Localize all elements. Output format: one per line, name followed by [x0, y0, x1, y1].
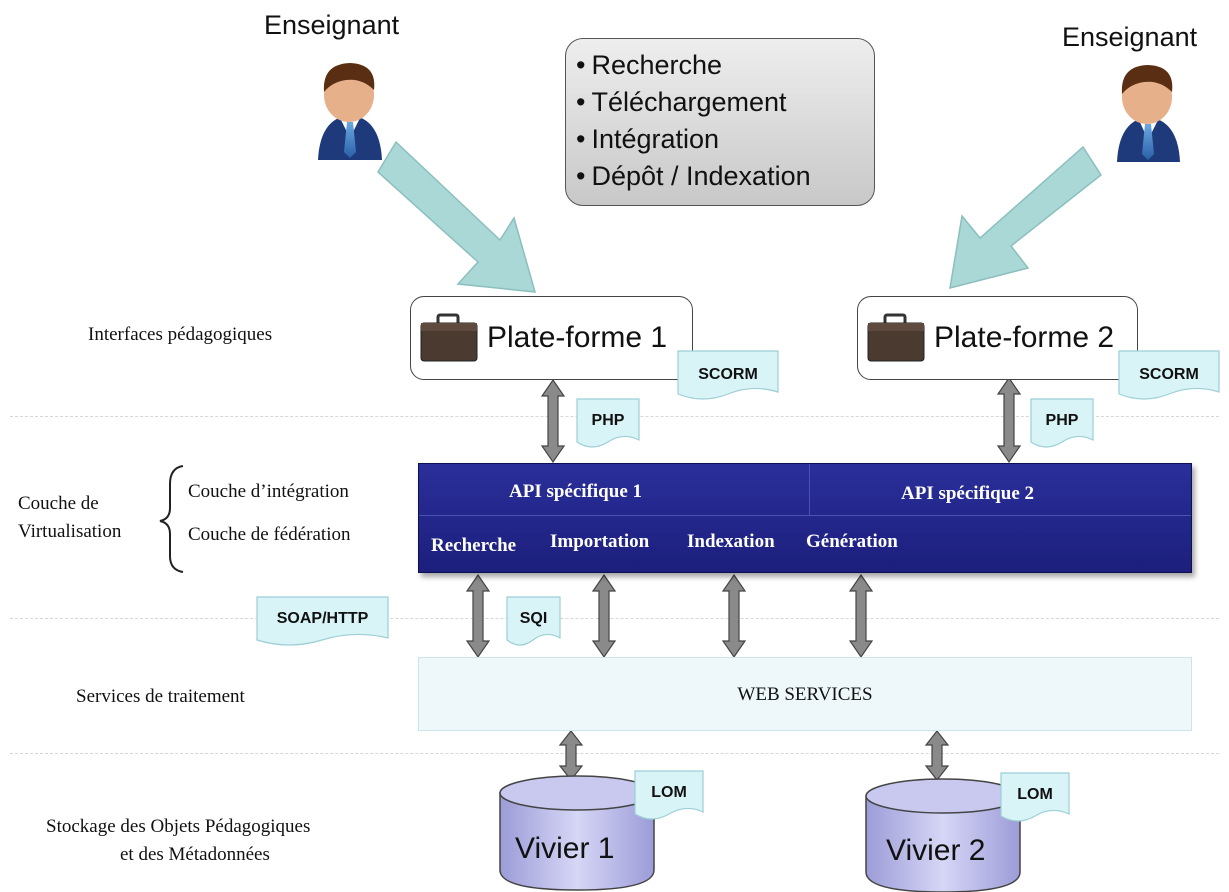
teacher-arrow-right — [949, 145, 1102, 290]
api-layer-bar: API spécifique 1 API spécifique 2 Recher… — [418, 463, 1192, 573]
connector-vivier-1 — [558, 730, 584, 781]
feature-item: Dépôt / Indexation — [576, 158, 874, 195]
layer-label-interfaces: Interfaces pédagogiques — [88, 324, 273, 345]
features-box: Recherche Téléchargement Intégration Dép… — [565, 38, 875, 206]
connectors — [465, 376, 1022, 781]
api-divider — [419, 515, 1191, 516]
api-specific-1: API spécifique 1 — [509, 481, 642, 502]
tag-label: SQI — [519, 610, 548, 627]
web-services-box: WEB SERVICES — [418, 657, 1192, 731]
connector-ws-4 — [848, 573, 874, 659]
vivier-cylinder-2 — [865, 778, 1021, 892]
tag-label: SCORM — [1139, 366, 1199, 383]
vivier-label-2: Vivier 2 — [886, 834, 986, 867]
separator-line — [10, 618, 1219, 619]
vivier-cylinder-1 — [499, 775, 655, 891]
tag-label: LOM — [1017, 786, 1053, 803]
layer-label-federation: Couche de fédération — [188, 524, 351, 545]
connector-ws-2 — [591, 573, 617, 659]
tag-label: SCORM — [698, 366, 758, 383]
platform-box-2: Plate-forme 2 — [857, 296, 1138, 380]
briefcase-icon — [867, 313, 925, 362]
layer-label-storage-1: Stockage des Objets Pédagogiques — [46, 816, 311, 837]
platform-name: Plate-forme 1 — [487, 321, 668, 354]
platform-name: Plate-forme 2 — [934, 321, 1115, 354]
api-function-recherche: Recherche — [431, 535, 517, 556]
tag-scorm-2: SCORM — [1118, 350, 1220, 402]
teacher-label-left: Enseignant — [264, 10, 400, 40]
tag-label: SOAP/HTTP — [276, 610, 369, 627]
tag-php-2: PHP — [1030, 398, 1094, 450]
api-function-generation: Génération — [806, 531, 898, 552]
web-services-label: WEB SERVICES — [737, 684, 873, 705]
tag-label: PHP — [1045, 412, 1079, 429]
platform-box-1: Plate-forme 1 — [410, 296, 693, 380]
connector-php-1 — [540, 378, 566, 464]
virtualisation-brace — [159, 465, 184, 573]
feature-item: Intégration — [576, 121, 874, 158]
api-specific-2: API spécifique 2 — [901, 483, 1034, 504]
tag-lom-1: LOM — [634, 770, 704, 822]
api-function-importation: Importation — [550, 531, 650, 552]
layer-label-virtualisation-1: Couche de — [18, 493, 99, 514]
layer-label-storage-2: et des Métadonnées — [120, 844, 270, 865]
tag-soap-http: SOAP/HTTP — [256, 596, 389, 648]
connector-ws-1 — [465, 573, 491, 659]
layer-label-services: Services de traitement — [76, 686, 245, 707]
feature-item: Recherche — [576, 47, 874, 84]
feature-item: Téléchargement — [576, 84, 874, 121]
layer-label-virtualisation-2: Virtualisation — [18, 521, 122, 542]
tag-scorm-1: SCORM — [677, 350, 779, 402]
connector-php-2 — [996, 376, 1022, 464]
connector-ws-3 — [721, 573, 747, 659]
teacher-icon-right — [1117, 65, 1180, 162]
teacher-label-right: Enseignant — [1062, 22, 1198, 52]
tag-lom-2: LOM — [1000, 772, 1070, 824]
tag-label: LOM — [651, 784, 687, 801]
api-divider — [809, 464, 810, 515]
connector-vivier-2 — [924, 730, 950, 781]
layer-label-integration: Couche d’intégration — [188, 481, 349, 502]
tag-label: PHP — [591, 412, 625, 429]
teacher-arrow-left — [377, 140, 537, 293]
separator-line — [10, 753, 1219, 754]
briefcase-icon — [420, 313, 478, 362]
vivier-label-1: Vivier 1 — [515, 832, 615, 865]
api-function-indexation: Indexation — [687, 531, 775, 552]
tag-sqi: SQI — [506, 596, 561, 648]
tag-php-1: PHP — [576, 398, 640, 450]
teacher-icon-left — [318, 63, 382, 160]
